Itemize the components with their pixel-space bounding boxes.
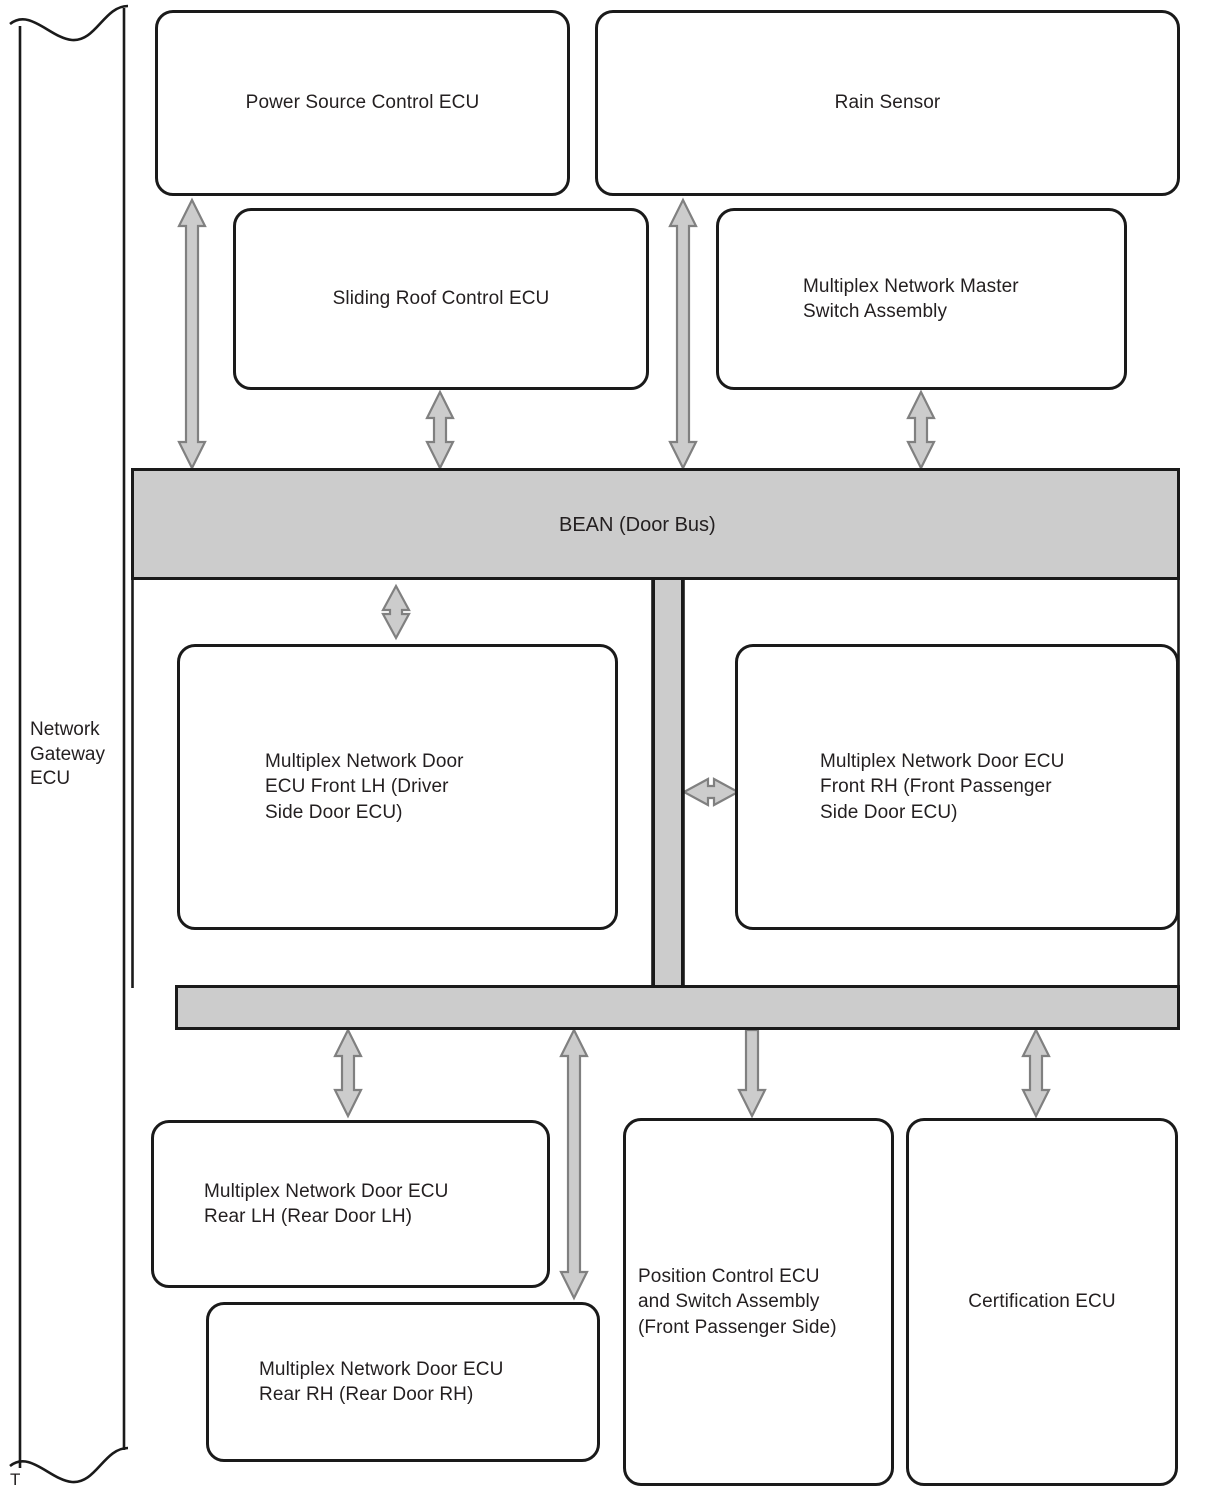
arrow-front-lh-to-front-rh	[681, 777, 741, 807]
ecu-door-front-rh[interactable]: Multiplex Network Door ECU Front RH (Fro…	[735, 644, 1179, 930]
arrow-power-source-to-bean	[177, 197, 207, 471]
ecu-certification[interactable]: Certification ECU	[906, 1118, 1178, 1486]
ecu-door-front-rh-label: Multiplex Network Door ECU Front RH (Fro…	[820, 751, 1065, 823]
ecu-sliding-roof-control-label: Sliding Roof Control ECU	[332, 288, 550, 310]
arrow-subbus-to-certification	[1021, 1027, 1051, 1119]
ecu-door-front-lh[interactable]: Multiplex Network Door ECU Front LH (Dri…	[177, 644, 618, 930]
arrow-rain-sensor-to-bean	[668, 197, 698, 471]
ecu-multiplex-network-master-switch-label: Multiplex Network Master Switch Assembly	[803, 275, 1019, 322]
arrow-bean-to-front-lh	[381, 583, 411, 641]
arrow-subbus-to-position-control	[737, 1028, 767, 1119]
bean-door-bus[interactable]	[131, 468, 1180, 580]
bean-door-bus-label: BEAN (Door Bus)	[559, 514, 716, 536]
ecu-rain-sensor-label: Rain Sensor	[834, 92, 941, 114]
ecu-position-control-switch-label: Position Control ECU and Switch Assembly…	[638, 1266, 837, 1338]
bus-vertical-link	[652, 577, 684, 989]
door-sub-bus[interactable]	[175, 985, 1180, 1030]
arrow-subbus-to-rear-rh	[559, 1027, 589, 1301]
ecu-door-rear-rh[interactable]: Multiplex Network Door ECU Rear RH (Rear…	[206, 1302, 600, 1462]
ecu-power-source-control-label: Power Source Control ECU	[245, 92, 480, 114]
ecu-sliding-roof-control[interactable]: Sliding Roof Control ECU	[233, 208, 649, 390]
arrow-subbus-to-rear-lh	[333, 1027, 363, 1119]
ecu-door-rear-rh-label: Multiplex Network Door ECU Rear RH (Rear…	[259, 1358, 504, 1405]
ecu-certification-label: Certification ECU	[968, 1291, 1116, 1313]
ecu-rain-sensor[interactable]: Rain Sensor	[595, 10, 1180, 196]
ecu-position-control-switch[interactable]: Position Control ECU and Switch Assembly…	[623, 1118, 894, 1486]
network-gateway-label: Network Gateway ECU	[30, 719, 105, 790]
ecu-power-source-control[interactable]: Power Source Control ECU	[155, 10, 570, 196]
arrow-master-switch-to-bean	[906, 389, 936, 471]
ecu-multiplex-network-master-switch[interactable]: Multiplex Network Master Switch Assembly	[716, 208, 1127, 390]
ecu-door-rear-lh-label: Multiplex Network Door ECU Rear LH (Rear…	[204, 1180, 449, 1227]
ecu-door-rear-lh[interactable]: Multiplex Network Door ECU Rear LH (Rear…	[151, 1120, 550, 1288]
ecu-door-front-lh-label: Multiplex Network Door ECU Front LH (Dri…	[265, 751, 464, 823]
bottom-left-corner-mark: T	[10, 1470, 21, 1489]
arrow-sliding-roof-to-bean	[425, 389, 455, 471]
